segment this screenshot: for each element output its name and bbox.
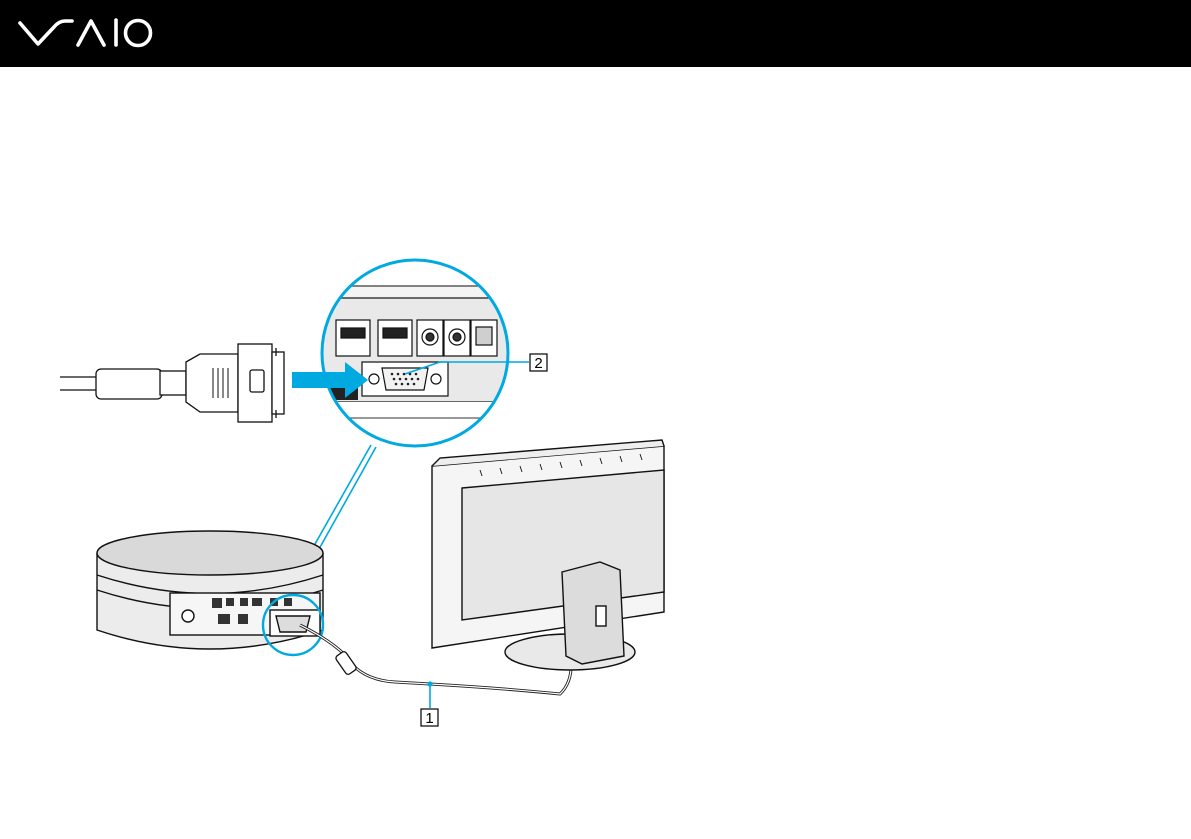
monitor <box>432 440 664 670</box>
callout-2-number: 2 <box>534 355 542 372</box>
vaio-computer <box>97 531 323 649</box>
optical-out-port <box>471 320 497 356</box>
callout-2: 2 <box>530 354 547 372</box>
callout-1: 1 <box>421 709 438 727</box>
audio-jacks <box>417 320 470 356</box>
vga-port <box>362 362 448 396</box>
callout-1-number: 1 <box>425 710 433 727</box>
vga-plug <box>60 344 284 422</box>
